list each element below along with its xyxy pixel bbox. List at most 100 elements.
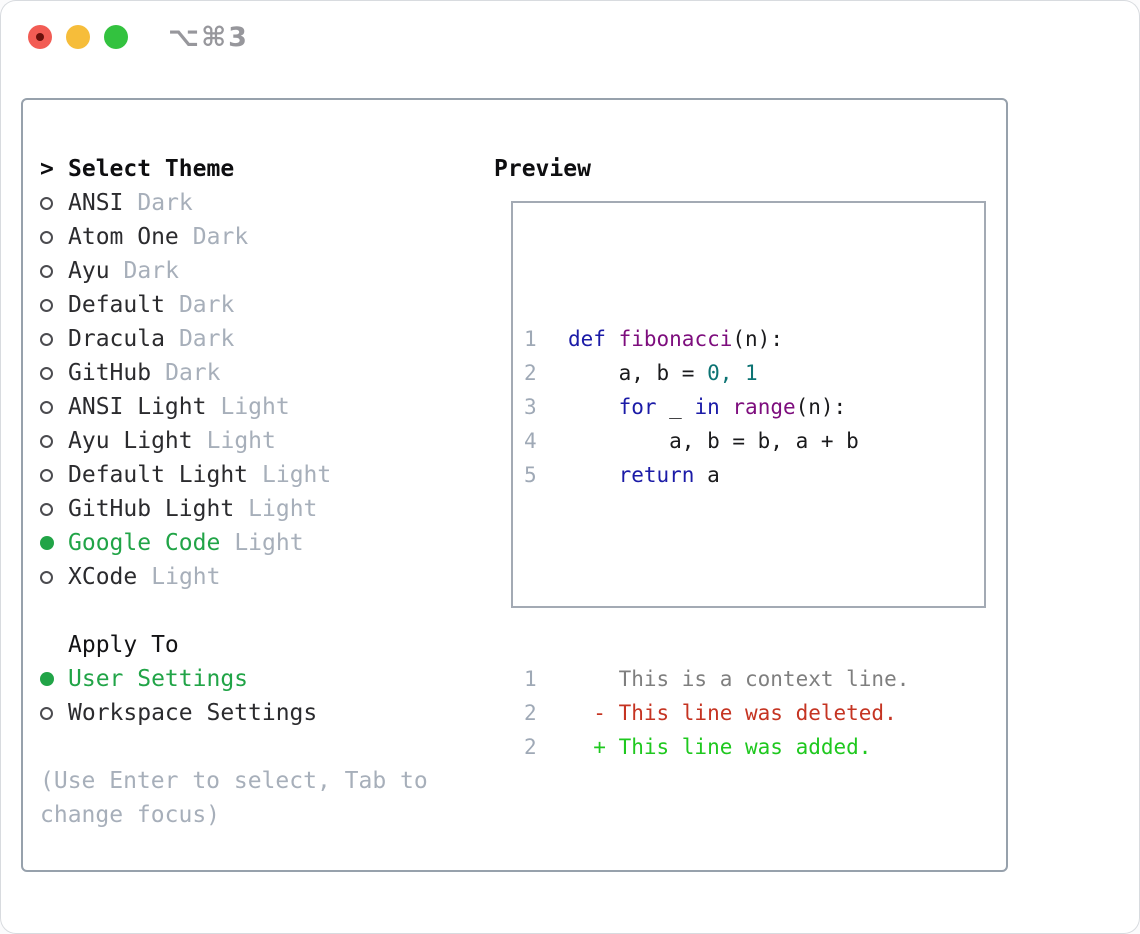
- diff-line-removed: 2 - This line was deleted.: [524, 696, 909, 730]
- theme-variant-label: Light: [220, 394, 290, 420]
- token-pl: [568, 395, 619, 419]
- diff-line-added: 2 + This line was added.: [524, 730, 909, 764]
- line-number: 4: [524, 429, 537, 453]
- theme-option-label: Google Code: [68, 530, 221, 556]
- radio-icon: [40, 502, 53, 516]
- token-pl: [568, 463, 619, 487]
- radio-icon: [40, 332, 53, 346]
- apply-option-label: Workspace Settings: [68, 700, 318, 726]
- radio-icon: [40, 706, 53, 720]
- theme-variant-label: Dark: [123, 258, 179, 284]
- spacer: [40, 730, 428, 764]
- theme-option-github-light[interactable]: GitHub Light Light: [40, 492, 428, 526]
- theme-option-default-light[interactable]: Default Light Light: [40, 458, 428, 492]
- code-text: a, b = 0, 1: [568, 356, 758, 390]
- theme-variant-label: Light: [234, 530, 304, 556]
- theme-option-label: GitHub Light: [68, 496, 235, 522]
- theme-variant-label: Light: [206, 428, 276, 454]
- theme-variant-label: Dark: [178, 326, 235, 352]
- line-number: 2: [524, 701, 537, 725]
- select-theme-title: Select Theme: [68, 156, 235, 182]
- titlebar: ⌥⌘3: [28, 22, 249, 53]
- select-theme-header: > Select Theme: [40, 152, 428, 186]
- radio-selected-icon: [40, 672, 54, 686]
- line-number: 3: [524, 395, 537, 419]
- code-text: return a: [568, 458, 720, 492]
- close-dot-icon: [36, 33, 44, 41]
- apply-option-workspace-settings[interactable]: Workspace Settings: [40, 696, 428, 730]
- theme-option-atom-one[interactable]: Atom One Dark: [40, 220, 428, 254]
- radio-icon: [40, 196, 53, 210]
- close-button[interactable]: [28, 25, 52, 49]
- token-kw: in: [694, 395, 720, 419]
- code-text: def fibonacci(n):: [568, 322, 783, 356]
- theme-option-label: ANSI: [68, 190, 124, 216]
- theme-option-label: Atom One: [68, 224, 179, 250]
- theme-variant-label: Light: [262, 462, 332, 488]
- token-pl: (n):: [732, 327, 783, 351]
- token-kw: def: [568, 327, 606, 351]
- theme-option-label: Ayu: [68, 258, 110, 284]
- theme-variant-label: Dark: [192, 224, 249, 250]
- theme-variant-label: Dark: [178, 292, 235, 318]
- line-number: 2: [524, 361, 537, 385]
- code-line: 2 a, b = 0, 1: [524, 356, 909, 390]
- line-number: 5: [524, 463, 537, 487]
- theme-option-label: Default Light: [68, 462, 249, 488]
- token-pl: a, b =: [568, 361, 708, 385]
- theme-variant-label: Light: [248, 496, 318, 522]
- radio-icon: [40, 570, 53, 584]
- code-line: 1 def fibonacci(n):: [524, 322, 909, 356]
- theme-variant-label: Dark: [137, 190, 193, 216]
- apply-option-user-settings[interactable]: User Settings: [40, 662, 428, 696]
- token-kw: return: [618, 463, 695, 487]
- token-pl: a: [694, 463, 720, 487]
- theme-option-label: Dracula: [68, 326, 165, 352]
- theme-option-ansi-light[interactable]: ANSI Light Light: [40, 390, 428, 424]
- theme-option-label: ANSI Light: [68, 394, 207, 420]
- diff-lines: 1 This is a context line. 2 - This line w…: [524, 662, 909, 764]
- token-lit: 0, 1: [707, 361, 758, 385]
- hint-line: (Use Enter to select, Tab to: [40, 768, 428, 794]
- apply-to-header: Apply To: [40, 628, 428, 662]
- spacer: [40, 594, 428, 628]
- theme-variant-label: Dark: [165, 360, 221, 386]
- theme-option-label: XCode: [68, 564, 138, 590]
- code-line: 4 a, b = b, a + b: [524, 424, 909, 458]
- theme-option-ayu[interactable]: Ayu Dark: [40, 254, 428, 288]
- theme-option-dracula[interactable]: Dracula Dark: [40, 322, 428, 356]
- apply-to-title: Apply To: [68, 632, 179, 658]
- token-pl: _: [656, 395, 695, 419]
- token-fn: fibonacci: [618, 327, 733, 351]
- diff-text: This is a context line.: [568, 667, 910, 691]
- zoom-button[interactable]: [104, 25, 128, 49]
- token-pl: [720, 395, 733, 419]
- radio-icon: [40, 298, 53, 312]
- code-text: for _ in range(n):: [568, 390, 847, 424]
- line-number: 1: [524, 667, 537, 691]
- line-number: 2: [524, 735, 537, 759]
- radio-icon: [40, 230, 53, 244]
- line-number: 1: [524, 327, 537, 351]
- radio-icon: [40, 400, 53, 414]
- titlebar-shortcut: ⌥⌘3: [168, 21, 249, 53]
- theme-option-google-code[interactable]: Google Code Light: [40, 526, 428, 560]
- token-pl: [606, 327, 619, 351]
- radio-selected-icon: [40, 536, 54, 550]
- theme-option-ansi[interactable]: ANSI Dark: [40, 186, 428, 220]
- selection-caret: >: [40, 156, 54, 182]
- theme-option-ayu-light[interactable]: Ayu Light Light: [40, 424, 428, 458]
- theme-option-label: Ayu Light: [68, 428, 193, 454]
- minimize-button[interactable]: [66, 25, 90, 49]
